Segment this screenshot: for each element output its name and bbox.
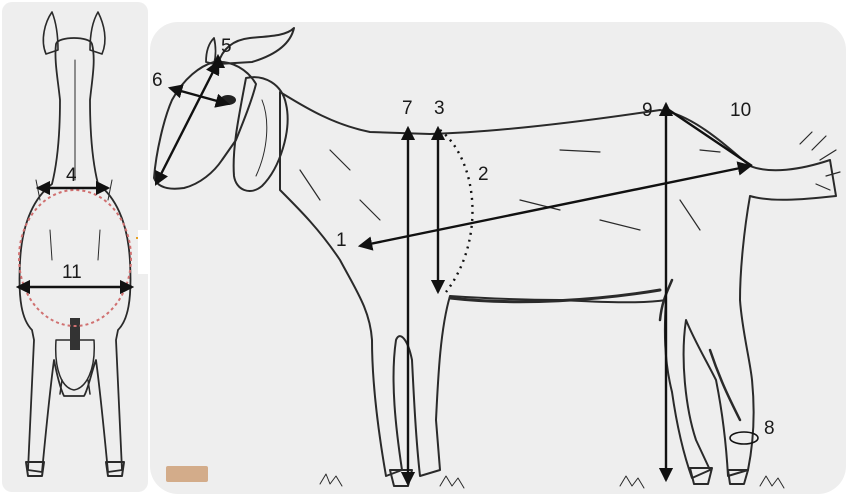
label-9: 9 — [642, 100, 653, 121]
label-11: 11 — [62, 262, 82, 283]
label-1: 1 — [336, 230, 347, 251]
side-view-panel: 1 2 3 5 6 7 8 9 10 — [150, 22, 846, 494]
label-8: 8 — [764, 418, 775, 439]
rear-view-panel: 4 11 — [2, 2, 148, 492]
label-7: 7 — [402, 98, 413, 119]
label-3: 3 — [434, 98, 445, 119]
corner-stamp-mark — [166, 466, 208, 482]
label-6: 6 — [152, 70, 163, 91]
label-10: 10 — [730, 100, 751, 121]
label-4: 4 — [66, 165, 77, 186]
label-5: 5 — [221, 36, 232, 57]
label-2: 2 — [478, 164, 489, 185]
